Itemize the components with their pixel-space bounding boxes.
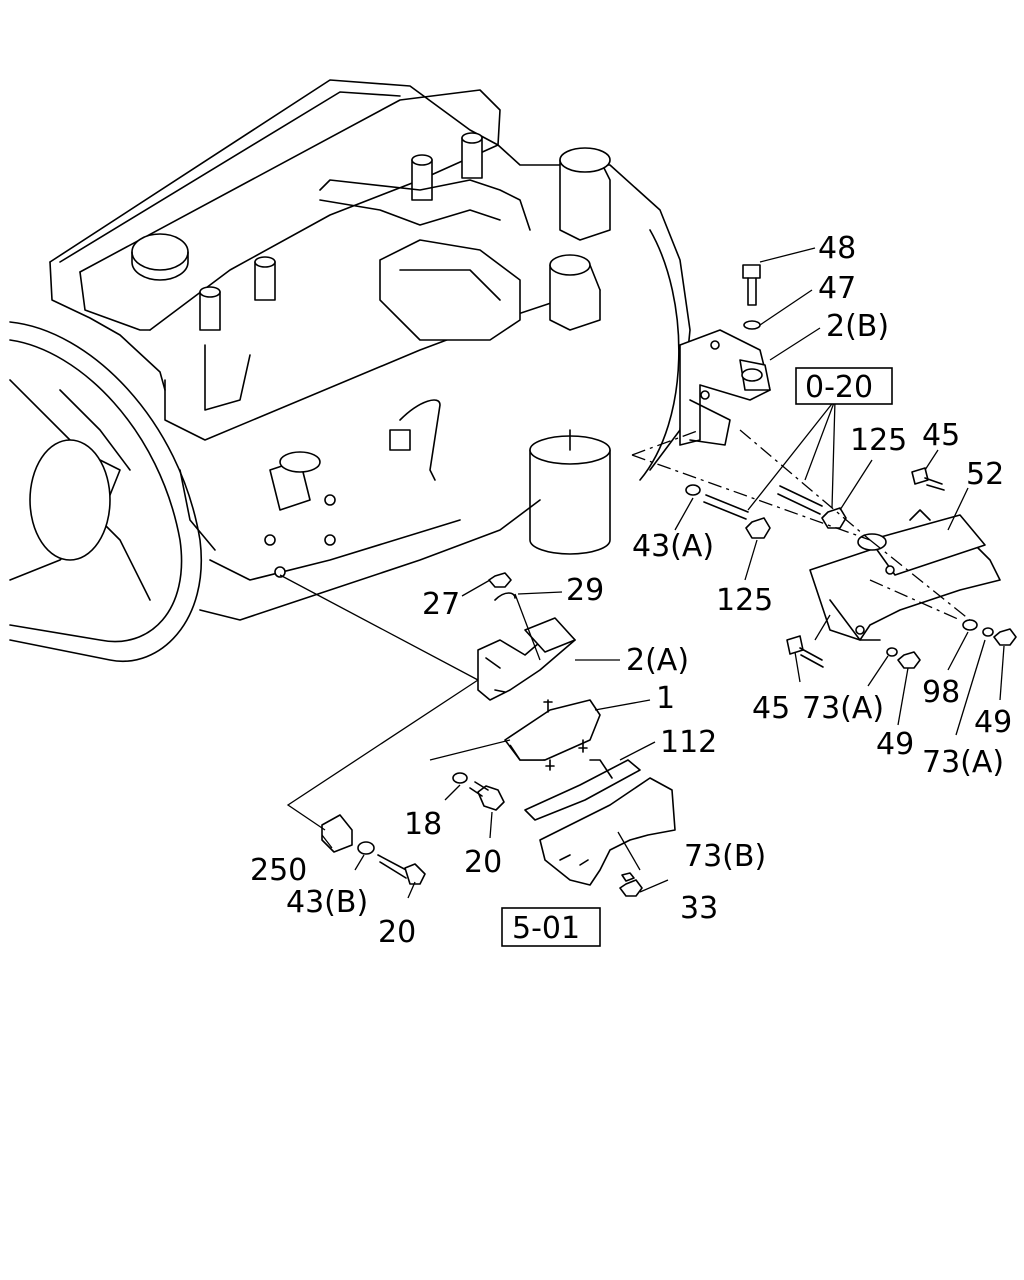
reference-label-0-20: 0-20 [805,370,873,405]
washer-47 [743,320,761,330]
washer-18 [452,772,468,784]
reference-box-0-20: 0-20 [795,367,893,405]
callout-48: 48 [818,231,856,266]
washer-73a-left [886,647,898,657]
mount-bracket-52 [809,509,1001,641]
callout-49-right: 49 [974,705,1012,740]
washer-43b [357,841,375,855]
callout-43b: 43(B) [286,885,368,920]
plate-112 [524,759,641,821]
callout-73a-left: 73(A) [802,691,884,726]
callout-125-bottom: 125 [716,583,773,618]
frame-bracket [539,777,676,886]
bolt-20-mid [469,781,505,811]
bracket-2b [679,329,771,446]
callout-49-bottom: 49 [876,727,914,762]
callout-47: 47 [818,271,856,306]
leader-lines [321,247,1005,899]
stud-125-left [703,494,749,520]
callout-2b: 2(B) [826,309,889,344]
callout-250: 250 [250,853,307,888]
bolt-45-top [911,467,945,491]
assembly-centerlines [279,429,971,831]
callout-73b: 73(B) [684,839,766,874]
bushing-250 [321,814,353,853]
callout-29: 29 [566,573,604,608]
stud-125-right [777,485,823,515]
callout-18: 18 [404,807,442,842]
bracket-2a [477,617,576,701]
callout-45-top: 45 [922,418,960,453]
engine-illustration [49,79,691,621]
bolt-20-bottom [377,854,426,885]
bolt-45-bottom [786,635,824,668]
callout-27: 27 [422,587,460,622]
nut-33 [619,879,643,897]
reference-label-5-01: 5-01 [512,911,580,946]
callout-52: 52 [966,457,1004,492]
nut-125-bottom [745,517,771,539]
pin-29 [494,592,516,601]
callout-20-mid: 20 [464,845,502,880]
engine-mount-1 [504,699,601,771]
callout-112: 112 [660,725,717,760]
reference-box-5-01: 5-01 [501,907,601,947]
nut-49-right [993,628,1017,646]
callout-45-bottom: 45 [752,691,790,726]
washer-73a-right [982,627,994,637]
callout-20-bottom: 20 [378,915,416,950]
washer-73b [621,872,635,882]
callout-1: 1 [656,681,675,716]
nut-125-top [821,507,847,529]
nut-49-left [897,651,921,669]
washer-43a [685,484,701,496]
callout-125-top: 125 [850,423,907,458]
nut-27 [488,572,512,588]
callout-labels: 48 47 2(B) 45 52 125 43(A) 125 27 29 2(A… [250,231,1012,950]
bolt-48 [742,264,761,306]
callout-2a: 2(A) [626,643,689,678]
callout-98: 98 [922,675,960,710]
cooling-fan [9,321,203,663]
washer-98 [962,619,978,631]
callout-73a-right: 73(A) [922,745,1004,780]
callout-33: 33 [680,891,718,926]
callout-43a: 43(A) [632,529,714,564]
